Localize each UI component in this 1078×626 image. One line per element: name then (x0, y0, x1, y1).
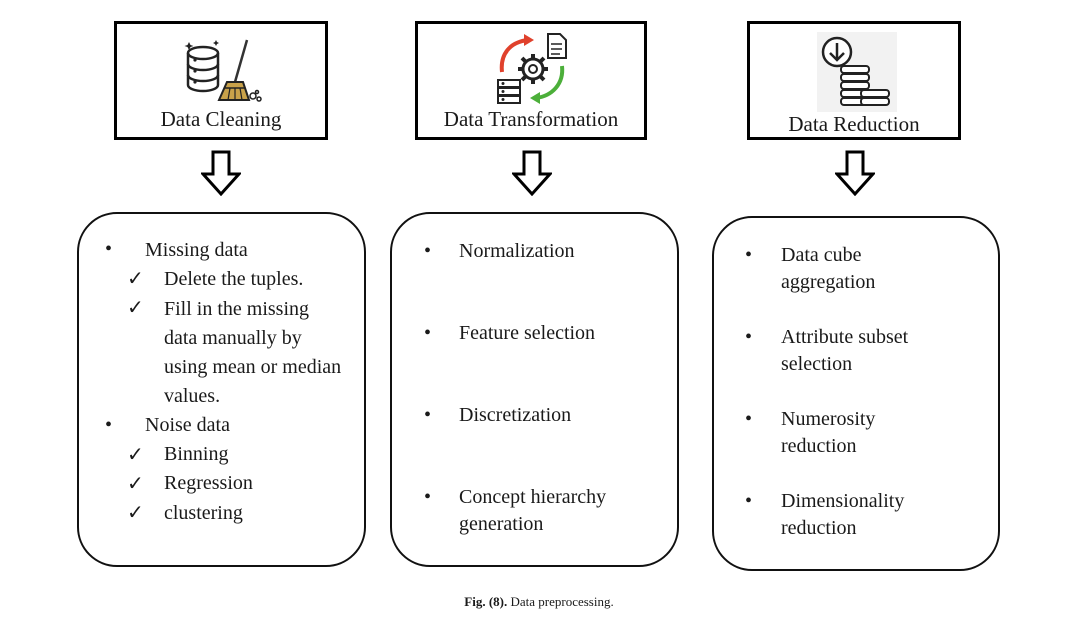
figure-caption: Fig. (8). Data preprocessing. (0, 594, 1078, 610)
transform-cycle-icon (497, 33, 567, 104)
list-item: Attribute subset selection (781, 326, 909, 375)
list-item: Normalization (459, 240, 575, 262)
database-broom-icon (184, 39, 262, 102)
bullet-icon: • (745, 490, 753, 512)
coin-stack-reduce-icon (817, 32, 897, 112)
list-item: Noise data (145, 414, 230, 436)
list-item: Fill in the missing data manually by usi… (164, 298, 342, 407)
checkmark-icon: ✓ (127, 473, 144, 495)
checkmark-icon: ✓ (127, 268, 144, 290)
down-arrow-icon (835, 150, 875, 196)
figure-caption-text: Data preprocessing. (510, 594, 614, 609)
bullet-icon: • (424, 486, 432, 508)
list-item: Feature selection (459, 322, 596, 344)
data-cleaning-header: Data Cleaning (114, 21, 328, 140)
list-item: Discretization (459, 404, 572, 426)
checkmark-icon: ✓ (127, 502, 144, 524)
bullet-icon: • (745, 326, 753, 348)
data-cleaning-card (77, 212, 366, 567)
list-item: Binning (164, 443, 229, 465)
list-item: Delete the tuples. (164, 268, 304, 290)
bullet-icon: • (105, 414, 113, 436)
list-item: clustering (164, 502, 243, 524)
down-arrow-icon (512, 150, 552, 196)
figure-label: Fig. (8). (464, 594, 508, 609)
data-reduction-header: Data Reduction (747, 21, 961, 140)
bullet-icon: • (424, 240, 432, 262)
bullet-icon: • (424, 322, 432, 344)
data-transformation-card (390, 212, 679, 567)
list-item: Numerosity reduction (781, 408, 876, 457)
bullet-icon: • (745, 244, 753, 266)
data-reduction-card (712, 216, 1000, 571)
data-reduction-title: Data Reduction (788, 112, 920, 136)
list-item: Missing data (145, 239, 248, 261)
bullet-icon: • (424, 404, 432, 426)
list-item: Data cube aggregation (781, 244, 876, 293)
list-item: Regression (164, 472, 253, 494)
data-transformation-title: Data Transformation (443, 107, 619, 131)
down-arrow-icon (201, 150, 241, 196)
list-item: Dimensionality reduction (781, 490, 905, 539)
checkmark-icon: ✓ (127, 444, 144, 466)
bullet-icon: • (105, 238, 113, 260)
bullet-icon: • (745, 408, 753, 430)
data-transformation-header: Data Transformation (415, 21, 647, 140)
data-cleaning-title: Data Cleaning (160, 107, 282, 131)
list-item: Concept hierarchy generation (459, 486, 607, 535)
checkmark-icon: ✓ (127, 297, 144, 319)
